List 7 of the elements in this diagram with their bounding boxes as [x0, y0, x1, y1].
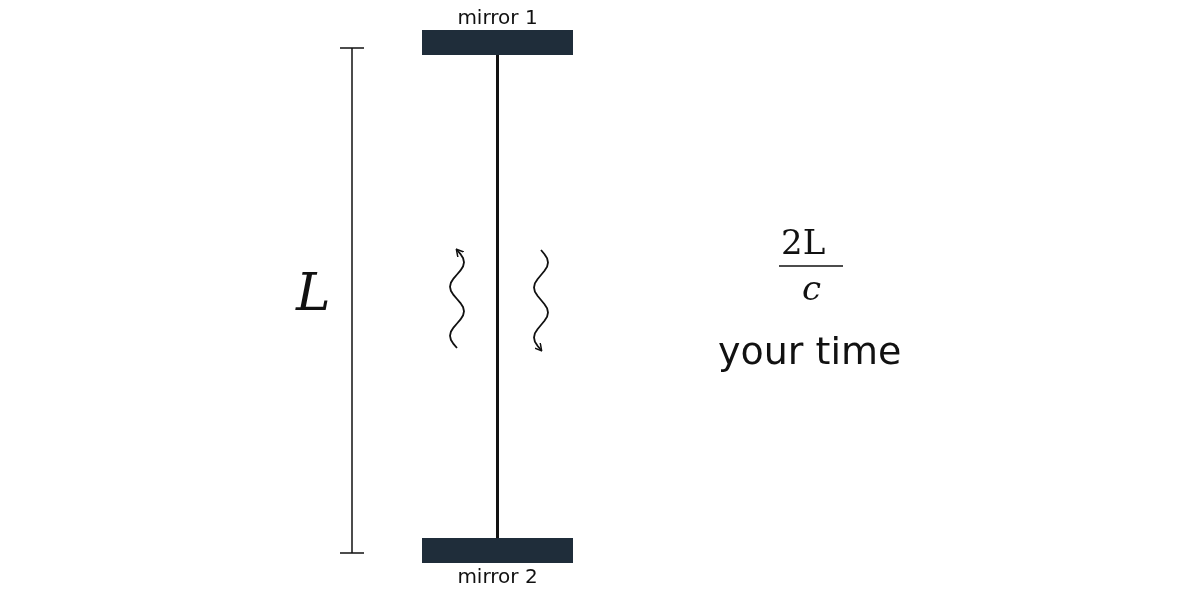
mirror-label: mirror 2: [457, 563, 538, 589]
formula-numerator: 2L: [781, 222, 826, 262]
mirror-label: mirror 1: [457, 4, 538, 30]
caption-text: your time: [718, 329, 902, 373]
formula-denominator: c: [802, 268, 822, 308]
connector-line: [496, 55, 499, 538]
dimension-label: L: [296, 262, 331, 322]
